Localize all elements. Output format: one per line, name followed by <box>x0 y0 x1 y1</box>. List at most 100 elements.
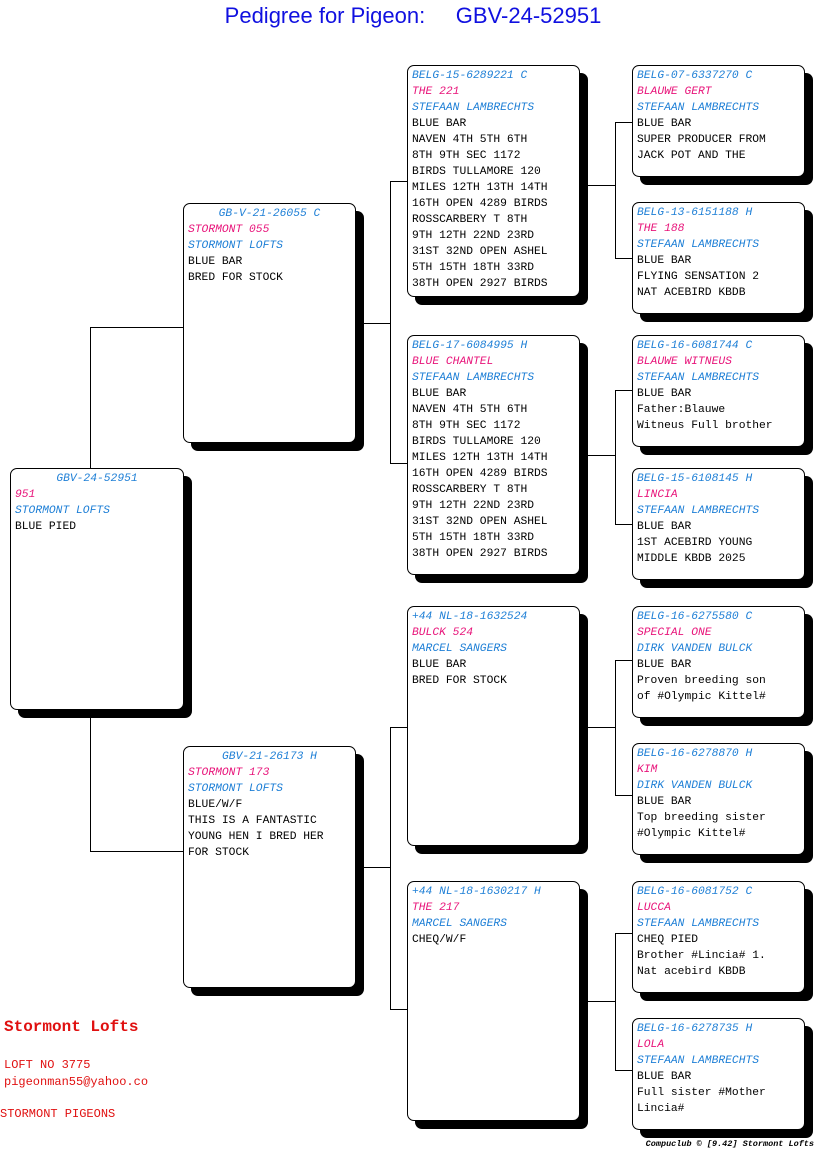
info-line: BLUE BAR <box>637 388 692 400</box>
connector-line <box>615 390 616 525</box>
info-line: Top breeding sister <box>637 812 766 824</box>
connector-line <box>580 727 615 728</box>
info-line: 5TH 15TH 18TH 33RD <box>412 532 535 544</box>
info-line: Brother #Lincia# 1. <box>637 950 766 962</box>
ring-number: BELG-07-6337270 C <box>637 70 753 82</box>
connector-line <box>580 455 615 456</box>
info-line: 1ST ACEBIRD YOUNG <box>637 537 753 549</box>
ring-number: BELG-15-6108145 H <box>637 473 753 485</box>
connector-line <box>90 327 91 468</box>
connector-line <box>615 258 632 259</box>
breeder: STEFAAN LAMBRECHTS <box>637 505 760 517</box>
info-line: NAVEN 4TH 5TH 6TH <box>412 404 528 416</box>
info-line: BLUE BAR <box>637 796 692 808</box>
connector-line <box>390 463 407 464</box>
info-line: 16TH OPEN 4289 BIRDS <box>412 198 548 210</box>
info-line: ROSSCARBERY T 8TH <box>412 484 528 496</box>
breeder: DIRK VANDEN BULCK <box>637 780 753 792</box>
connector-line <box>390 181 391 464</box>
club-name: STORMONT PIGEONS <box>0 1107 116 1121</box>
info-line: BLUE BAR <box>637 1071 692 1083</box>
ring-number: +44 NL-18-1632524 <box>412 611 528 623</box>
connector-line <box>615 122 616 259</box>
pigeon-name: LINCIA <box>637 489 678 501</box>
info-line: BRED FOR STOCK <box>412 675 507 687</box>
breeder: STORMONT LOFTS <box>188 240 283 252</box>
info-line: 8TH 9TH SEC 1172 <box>412 150 521 162</box>
pigeon-name: BLUE CHANTEL <box>412 356 494 368</box>
info-line: THIS IS A FANTASTIC <box>188 815 317 827</box>
connector-line <box>390 181 407 182</box>
breeder: STEFAAN LAMBRECHTS <box>412 372 535 384</box>
connector-line <box>615 1070 632 1071</box>
connector-line <box>615 390 632 391</box>
info-line: 8TH 9TH SEC 1172 <box>412 420 521 432</box>
breeder: STEFAAN LAMBRECHTS <box>637 102 760 114</box>
info-line: BLUE BAR <box>188 256 243 268</box>
ring-number: GB-V-21-26055 C <box>218 208 321 220</box>
info-line: MIDDLE KBDB 2025 <box>637 553 746 565</box>
info-line: ROSSCARBERY T 8TH <box>412 214 528 226</box>
info-line: YOUNG HEN I BRED HER <box>188 831 324 843</box>
ring-number: BELG-16-6278870 H <box>637 748 753 760</box>
ring-number: GBV-24-52951 <box>56 473 138 485</box>
info-line: BLUE BAR <box>637 521 692 533</box>
connector-line <box>390 1009 407 1010</box>
info-line: 38TH OPEN 2927 BIRDS <box>412 548 548 560</box>
info-line: BLUE PIED <box>15 521 77 533</box>
info-line: Proven breeding son <box>637 675 766 687</box>
pigeon-name: LOLA <box>637 1039 665 1051</box>
info-line: 31ST 32ND OPEN ASHEL <box>412 246 548 258</box>
breeder: STORMONT LOFTS <box>188 783 283 795</box>
info-line: Witneus Full brother <box>637 420 773 432</box>
connector-line <box>90 710 91 852</box>
pigeon-name: STORMONT 055 <box>188 224 270 236</box>
info-line: Lincia# <box>637 1103 685 1115</box>
info-line: MILES 12TH 13TH 14TH <box>412 182 548 194</box>
breeder: STEFAAN LAMBRECHTS <box>637 1055 760 1067</box>
info-line: CHEQ PIED <box>637 934 699 946</box>
ring-number: BELG-16-6081752 C <box>637 886 753 898</box>
breeder: MARCEL SANGERS <box>412 643 507 655</box>
connector-line <box>615 933 616 1071</box>
pigeon-name: STORMONT 173 <box>188 767 270 779</box>
ring-number: BELG-15-6289221 C <box>412 70 528 82</box>
ring-number: BELG-13-6151188 H <box>637 207 753 219</box>
info-line: 5TH 15TH 18TH 33RD <box>412 262 535 274</box>
email: pigeonman55@yahoo.co <box>4 1075 149 1089</box>
info-line: CHEQ/W/F <box>412 934 467 946</box>
breeder: STEFAAN LAMBRECHTS <box>637 239 760 251</box>
pigeon-name: THE 188 <box>637 223 685 235</box>
info-line: 38TH OPEN 2927 BIRDS <box>412 278 548 290</box>
info-line: BLUE BAR <box>637 255 692 267</box>
info-line: 31ST 32ND OPEN ASHEL <box>412 516 548 528</box>
info-line: NAVEN 4TH 5TH 6TH <box>412 134 528 146</box>
connector-line <box>390 727 407 728</box>
info-line: BRED FOR STOCK <box>188 272 283 284</box>
info-line: BLUE BAR <box>412 388 467 400</box>
pigeon-name: 951 <box>15 489 36 501</box>
ring-number: BELG-16-6278735 H <box>637 1023 753 1035</box>
software-credit: Compuclub © [9.42] Stormont Lofts <box>645 1139 814 1149</box>
connector-line <box>615 660 632 661</box>
connector-line <box>615 122 632 123</box>
info-line: BIRDS TULLAMORE 120 <box>412 166 541 178</box>
pigeon-card-ddd[interactable]: BELG-16-6278735 H LOLA STEFAAN LAMBRECHTS B… <box>632 1018 805 1130</box>
info-line: 9TH 12TH 22ND 23RD <box>412 500 535 512</box>
connector-line <box>356 867 390 868</box>
info-line: Nat acebird KBDB <box>637 966 746 978</box>
pigeon-card-sdd[interactable]: BELG-15-6108145 H LINCIA STEFAAN LAMBRECHT… <box>632 468 805 580</box>
